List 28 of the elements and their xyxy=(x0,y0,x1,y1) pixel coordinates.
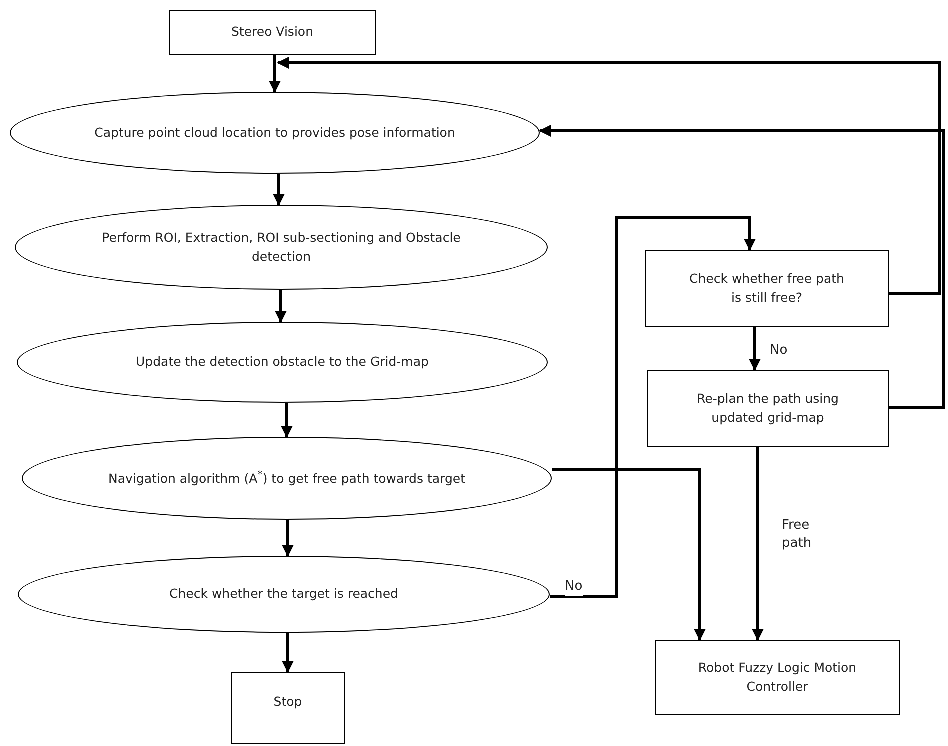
arrow xyxy=(275,290,287,323)
arrow xyxy=(550,216,756,598)
arrow xyxy=(752,447,764,641)
arrow xyxy=(282,520,294,557)
node-text: Robot Fuzzy Logic Motion Controller xyxy=(697,659,858,696)
node-text: Check whether free path is still free? xyxy=(688,270,846,306)
node-text: Navigation algorithm (A$^{*}$) to get free path towards target xyxy=(108,468,466,489)
arrow xyxy=(539,125,946,410)
arrow xyxy=(552,468,706,641)
process-box xyxy=(647,370,889,447)
process-box xyxy=(655,640,900,715)
node-text: Perform ROI, Extraction, ROI sub-sectioning and Obstacle detection xyxy=(101,229,462,266)
process-box xyxy=(231,672,345,744)
arrow xyxy=(277,57,942,296)
arrow xyxy=(273,174,285,206)
node-text: Re-plan the path using updated grid-map xyxy=(696,390,840,427)
process-box xyxy=(645,250,889,327)
arrow xyxy=(281,403,293,438)
node-text: Update the detection obstacle to the Grid-map xyxy=(135,353,430,372)
edge-label: No xyxy=(565,578,583,596)
node-text: Check whether the target is reached xyxy=(168,585,400,604)
node-text: Capture point cloud location to provides pose information xyxy=(94,124,456,142)
arrow xyxy=(749,327,761,371)
arrow xyxy=(269,55,281,93)
node-text: Stop xyxy=(272,693,304,711)
node-text: Stereo Vision xyxy=(230,23,314,42)
process-box xyxy=(169,10,376,55)
arrow xyxy=(282,633,294,673)
